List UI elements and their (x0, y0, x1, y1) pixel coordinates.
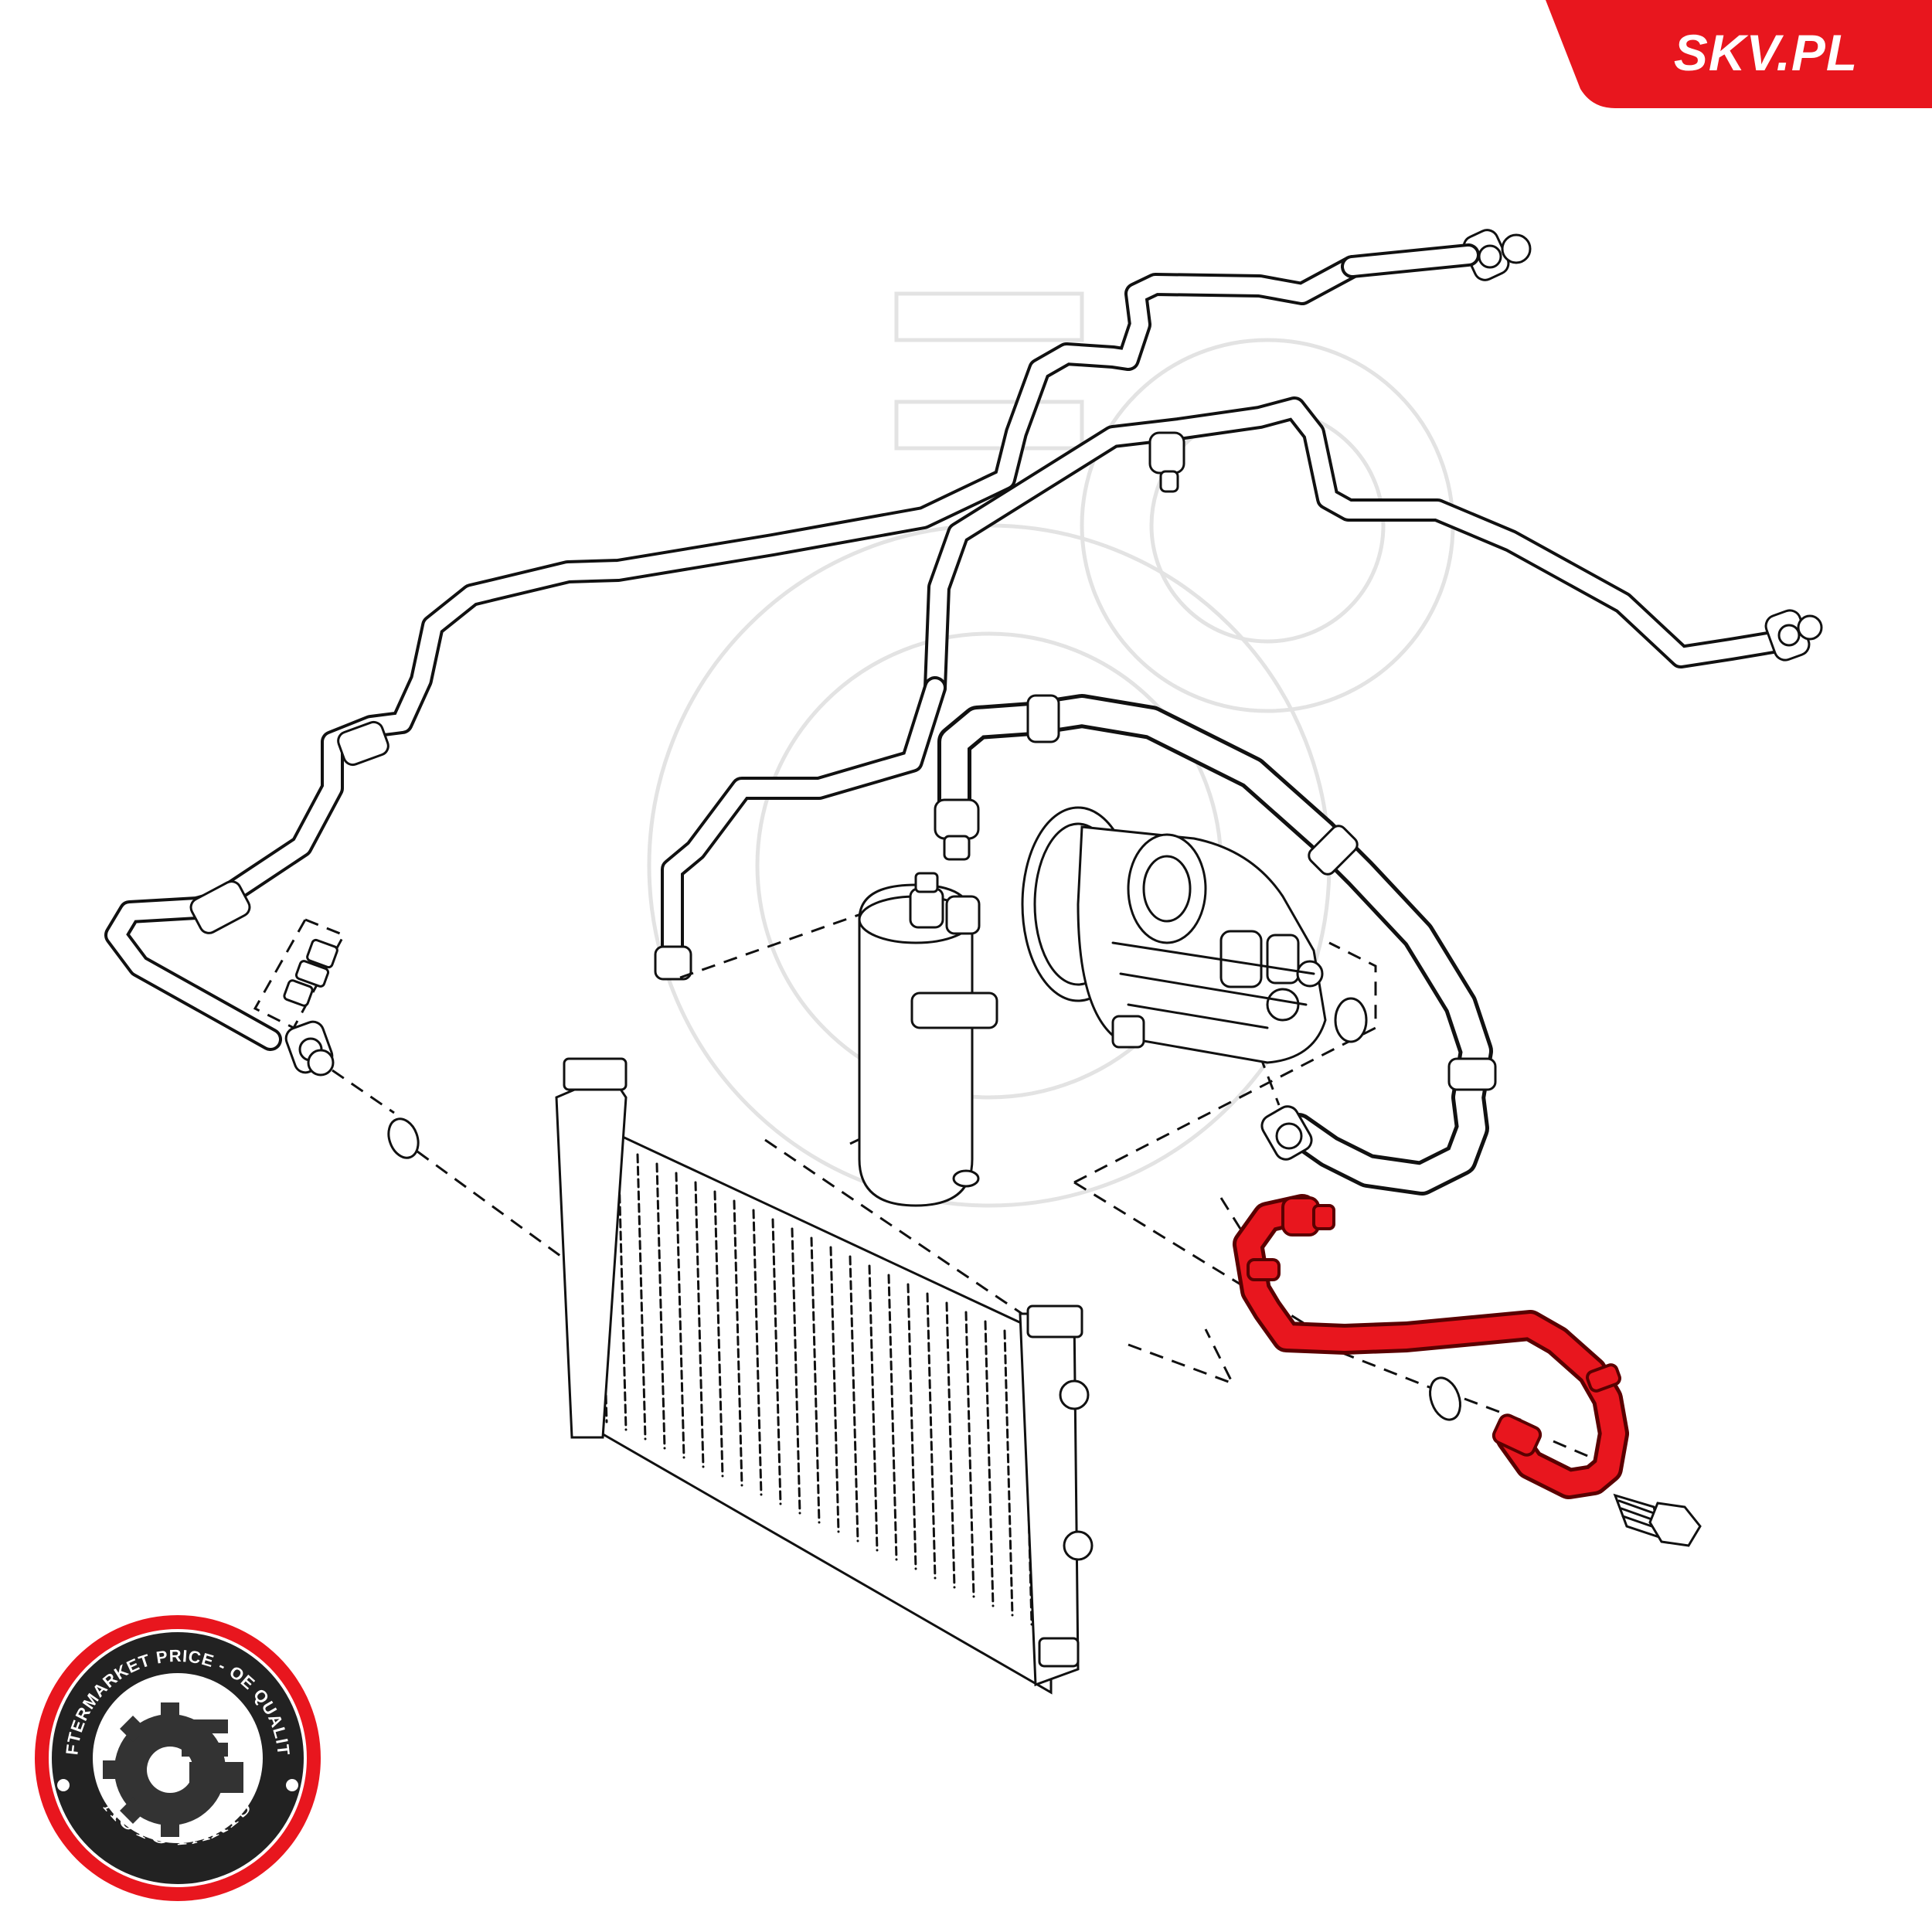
watermark-gear-icon (647, 291, 1455, 1208)
o-ring-icon (387, 1117, 420, 1159)
upper-line-flange-fitting (1462, 229, 1532, 281)
drier-outlet-line (654, 676, 947, 981)
bolt-icon (1613, 1493, 1702, 1547)
highlighted-ac-pipe (1233, 1194, 1629, 1499)
o-ring-icon (1429, 1376, 1461, 1421)
condenser-icon (555, 1057, 1094, 1695)
seal-star-left-icon (57, 1779, 70, 1791)
left-line-flange-fitting (284, 1020, 335, 1077)
receiver-drier-icon (858, 872, 998, 1207)
brand-quality-seal: AFTERMARKET PRICE - OE QUALITY AUTO PART… (23, 1604, 321, 1901)
compressor-icon (1021, 806, 1368, 1064)
right-ac-line (923, 396, 1823, 699)
seal-gear-logo-icon (103, 1702, 243, 1837)
seal-center-label: SKV (166, 193, 205, 214)
compressor-discharge-hose (934, 694, 1497, 1196)
pressure-switch-icon (253, 918, 346, 1029)
upper-ac-line (104, 229, 1532, 1051)
brand-site-label[interactable]: SKV.PL (1673, 24, 1859, 81)
hose-compressor-fitting (1260, 1105, 1313, 1161)
seal-star-right-icon (286, 1779, 298, 1791)
